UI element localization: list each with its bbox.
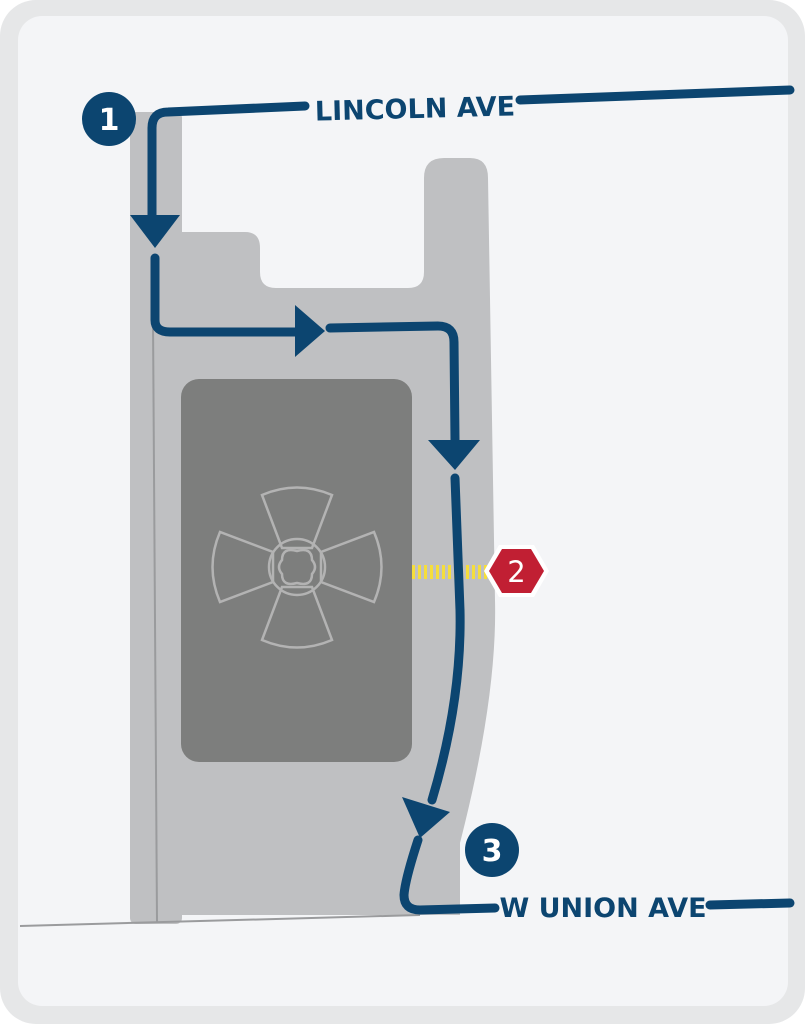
marker-1: 1 — [82, 92, 136, 146]
arrow-down-icon — [130, 215, 180, 248]
street-label-lincoln-ave: LINCOLN AVE — [315, 91, 516, 127]
arrow-down-icon — [402, 797, 450, 838]
cross-icon — [211, 486, 383, 649]
direction-arrows — [130, 215, 480, 838]
svg-text:2: 2 — [507, 555, 525, 589]
street-label-w-union-ave: W UNION AVE — [499, 893, 706, 924]
ground-line — [19, 914, 421, 927]
lane-line — [152, 319, 158, 923]
marker-2-hazard: 2 — [484, 545, 549, 597]
route-path — [147, 85, 795, 915]
marker-3: 3 — [465, 823, 519, 877]
arrow-down-icon — [428, 440, 480, 470]
svg-text:3: 3 — [482, 834, 503, 869]
arrow-right-icon — [295, 305, 325, 357]
church-building — [181, 379, 412, 762]
svg-text:1: 1 — [99, 103, 120, 138]
